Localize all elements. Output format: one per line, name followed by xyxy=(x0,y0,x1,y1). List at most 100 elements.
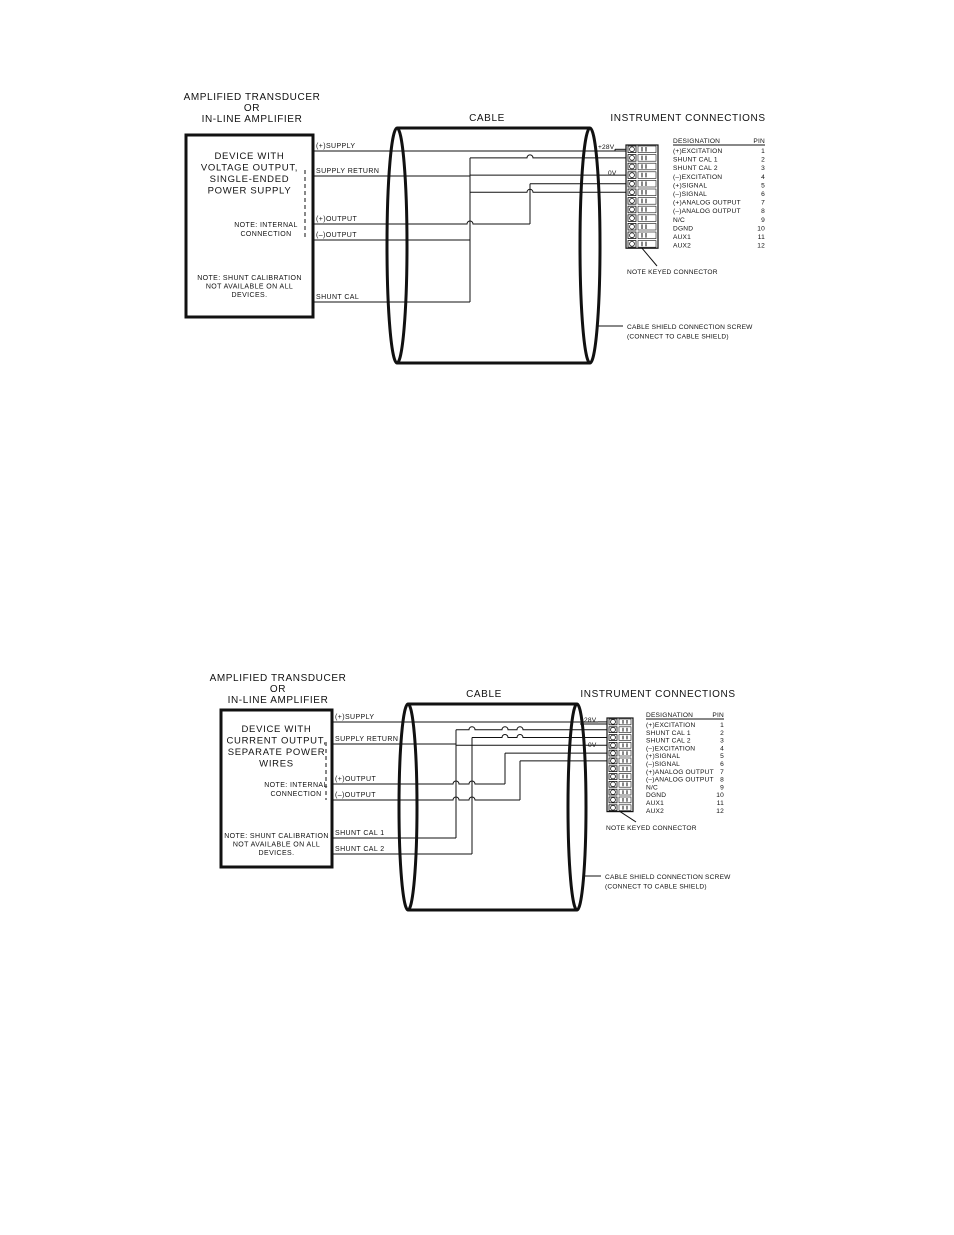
terminal-screw-icon xyxy=(610,781,616,788)
pin-number: 5 xyxy=(720,753,724,760)
connector-terminal xyxy=(627,231,637,239)
pin-designation: SHUNT CAL 2 xyxy=(673,165,718,172)
keyed-connector-leader xyxy=(641,247,658,267)
shunt-calibration-note: NOTE: SHUNT CALIBRATION xyxy=(224,833,329,840)
terminal-screw-icon xyxy=(629,146,635,153)
wire-to-pin xyxy=(472,734,607,738)
terminal-screw-icon xyxy=(629,180,635,187)
pin-number: 10 xyxy=(757,225,765,232)
pin-number: 1 xyxy=(761,148,765,155)
pin-designation: (+)ANALOG OUTPUT xyxy=(673,200,741,207)
shunt-calibration-note: DEVICES. xyxy=(232,292,268,299)
terminal-screw-icon xyxy=(610,765,616,772)
pin-designation: (+)EXCITATION xyxy=(673,148,722,155)
connector-pin-slot xyxy=(618,781,632,788)
connector-pin-slot xyxy=(637,205,657,214)
connector-pin-slot xyxy=(618,726,632,733)
terminal-screw-icon xyxy=(629,215,635,221)
connector-terminal xyxy=(627,179,637,188)
pin-number: 3 xyxy=(761,165,765,172)
connector-terminal xyxy=(627,188,637,196)
pin-designation: AUX2 xyxy=(673,243,691,250)
connector-terminal xyxy=(608,757,618,765)
connector-pin-slot xyxy=(618,773,632,780)
terminal-screw-icon xyxy=(610,797,616,803)
terminal-screw-icon xyxy=(610,758,616,764)
terminal-screw-icon xyxy=(629,163,635,170)
terminal-screw-icon xyxy=(610,726,616,733)
connector-pin-slot xyxy=(618,796,632,804)
connector-terminal xyxy=(608,781,618,788)
header-line: OR xyxy=(270,684,286,695)
connector-terminal xyxy=(627,222,637,231)
terminal-screw-icon xyxy=(629,206,635,213)
pin-designation: (+)EXCITATION xyxy=(646,722,695,729)
connector-terminal xyxy=(608,765,618,772)
connector-pin-slot xyxy=(637,162,657,171)
connector-pin-slot xyxy=(637,145,657,153)
connector-pin-slot xyxy=(637,171,657,179)
internal-connection-note: NOTE: INTERNAL xyxy=(264,782,328,789)
connector-pin-slot xyxy=(637,231,657,239)
connector-pin-slot xyxy=(618,804,632,811)
cable-right-end xyxy=(589,126,602,365)
keyed-connector-note: NOTE KEYED CONNECTOR xyxy=(606,825,697,832)
pin-number: 4 xyxy=(761,174,765,181)
pin-number: 1 xyxy=(720,722,724,729)
wire-label: SUPPLY RETURN xyxy=(316,168,379,175)
wire-to-pin xyxy=(456,726,607,731)
pin-designation: (–)EXCITATION xyxy=(673,174,722,181)
connector-terminal xyxy=(627,240,637,248)
connector-terminal xyxy=(608,788,618,796)
header-line: AMPLIFIED TRANSDUCER xyxy=(210,673,347,684)
voltage-label-0v: 0V xyxy=(608,170,617,177)
connector-pin-slot xyxy=(637,180,657,188)
connector-terminal xyxy=(627,205,637,214)
pin-number: 7 xyxy=(761,200,765,207)
header-line: IN-LINE AMPLIFIER xyxy=(202,114,303,125)
pin-designation: N/C xyxy=(646,784,658,791)
connector-pin-slot xyxy=(618,734,632,741)
pin-designation: (+)SIGNAL xyxy=(646,753,680,760)
wire-label: SHUNT CAL 1 xyxy=(335,830,385,837)
device-description: VOLTAGE OUTPUT, xyxy=(201,163,298,174)
device-description: CURRENT OUTPUT, xyxy=(226,736,326,747)
keyed-connector-leader xyxy=(619,811,637,823)
cable-left-end xyxy=(385,126,409,365)
cable-right-end-back xyxy=(566,702,578,912)
connector-terminal xyxy=(608,718,618,726)
connector-terminal xyxy=(608,742,618,749)
pin-number: 9 xyxy=(720,784,724,791)
cable-shield-note: CABLE SHIELD CONNECTION SCREW xyxy=(627,324,753,331)
pin-designation: (+)ANALOG OUTPUT xyxy=(646,769,714,776)
pin-designation: (–)ANALOG OUTPUT xyxy=(646,777,714,784)
pin-number: 7 xyxy=(720,769,724,776)
device-box xyxy=(219,708,334,869)
terminal-screw-icon xyxy=(610,742,616,749)
wire-label: SHUNT CAL 2 xyxy=(335,846,385,853)
pin-designation: SHUNT CAL 1 xyxy=(646,730,691,737)
device-description: DEVICE WITH xyxy=(215,151,285,162)
table-header-pin: PIN xyxy=(712,712,724,719)
wire-segment xyxy=(332,780,505,785)
pin-designation: (–)EXCITATION xyxy=(646,745,695,752)
table-header-designation: DESIGNATION xyxy=(673,138,720,145)
pin-designation: (–)SIGNAL xyxy=(646,761,680,768)
pin-number: 2 xyxy=(761,157,765,164)
pin-number: 2 xyxy=(720,730,724,737)
terminal-screw-icon xyxy=(629,232,635,239)
wire-label: (+)OUTPUT xyxy=(316,216,357,223)
table-header-designation: DESIGNATION xyxy=(646,712,693,719)
device-box xyxy=(184,133,315,319)
wire-to-pin xyxy=(470,188,626,193)
pin-designation: SHUNT CAL 2 xyxy=(646,738,691,745)
connector-pin-slot xyxy=(618,742,632,749)
pin-number: 4 xyxy=(720,745,724,752)
pin-number: 6 xyxy=(761,191,765,198)
wire-label: (–)OUTPUT xyxy=(335,792,376,799)
pin-number: 10 xyxy=(716,792,724,799)
pin-number: 12 xyxy=(757,243,765,250)
